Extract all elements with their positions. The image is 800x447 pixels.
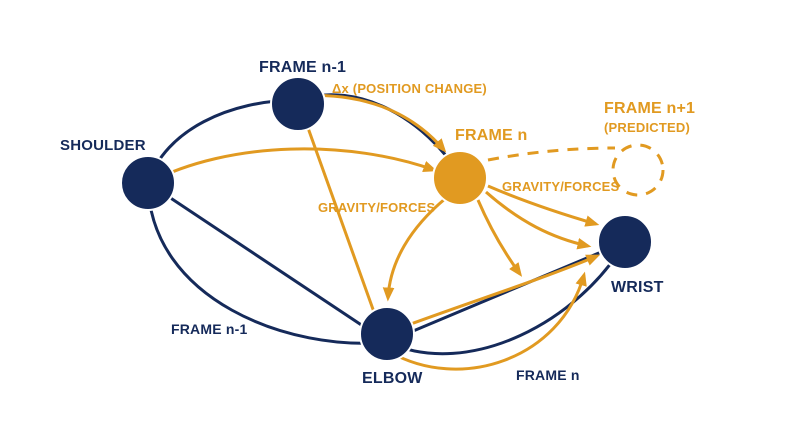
edge-shoulder-to-elbow-outer-arc [146,182,388,345]
label-gravity-forces-left: GRAVITY/FORCES [318,200,436,215]
arrow-elbow-to-wrist [399,254,601,330]
label-elbow: ELBOW [362,370,423,387]
label-frame-next: FRAME n+1 [604,100,695,117]
label-wrist: WRIST [611,279,664,296]
node-frame-curr[interactable] [432,150,488,206]
label-gravity-forces-right: GRAVITY/FORCES [502,179,620,194]
edge-predicted-motion [487,146,616,162]
edge-elbow-to-wrist [386,240,626,344]
label-position-change: Δx (POSITION CHANGE) [332,81,487,96]
label-frame-curr-bottom: FRAME n [516,367,580,383]
edge-frame-prev-to-elbow [296,99,386,341]
edge-elbow-to-wrist-lower-arc [386,241,627,356]
node-elbow[interactable] [359,306,415,362]
node-frame-prev[interactable] [270,76,326,132]
label-shoulder: SHOULDER [60,137,146,154]
arrow-frame-curr-to-lower [476,199,523,277]
label-frame-prev: FRAME n-1 [259,59,346,76]
node-shoulder[interactable] [120,155,176,211]
label-frame-next-predicted: (PREDICTED) [604,120,690,135]
label-frame-curr: FRAME n [455,127,528,144]
arrow-shoulder-to-frame-curr [147,147,438,185]
arrow-frame-curr-to-wrist-upper [487,184,600,227]
label-frame-prev-bottom: FRAME n-1 [171,321,247,337]
arrow-elbow-to-wrist-lower [389,271,587,371]
node-frame-next-predicted[interactable] [611,143,665,197]
arrow-frame-curr-to-elbow [382,196,447,302]
edge-shoulder-to-elbow [147,181,388,344]
node-wrist[interactable] [597,214,653,270]
arrow-frame-curr-to-wrist-mid [485,190,592,250]
